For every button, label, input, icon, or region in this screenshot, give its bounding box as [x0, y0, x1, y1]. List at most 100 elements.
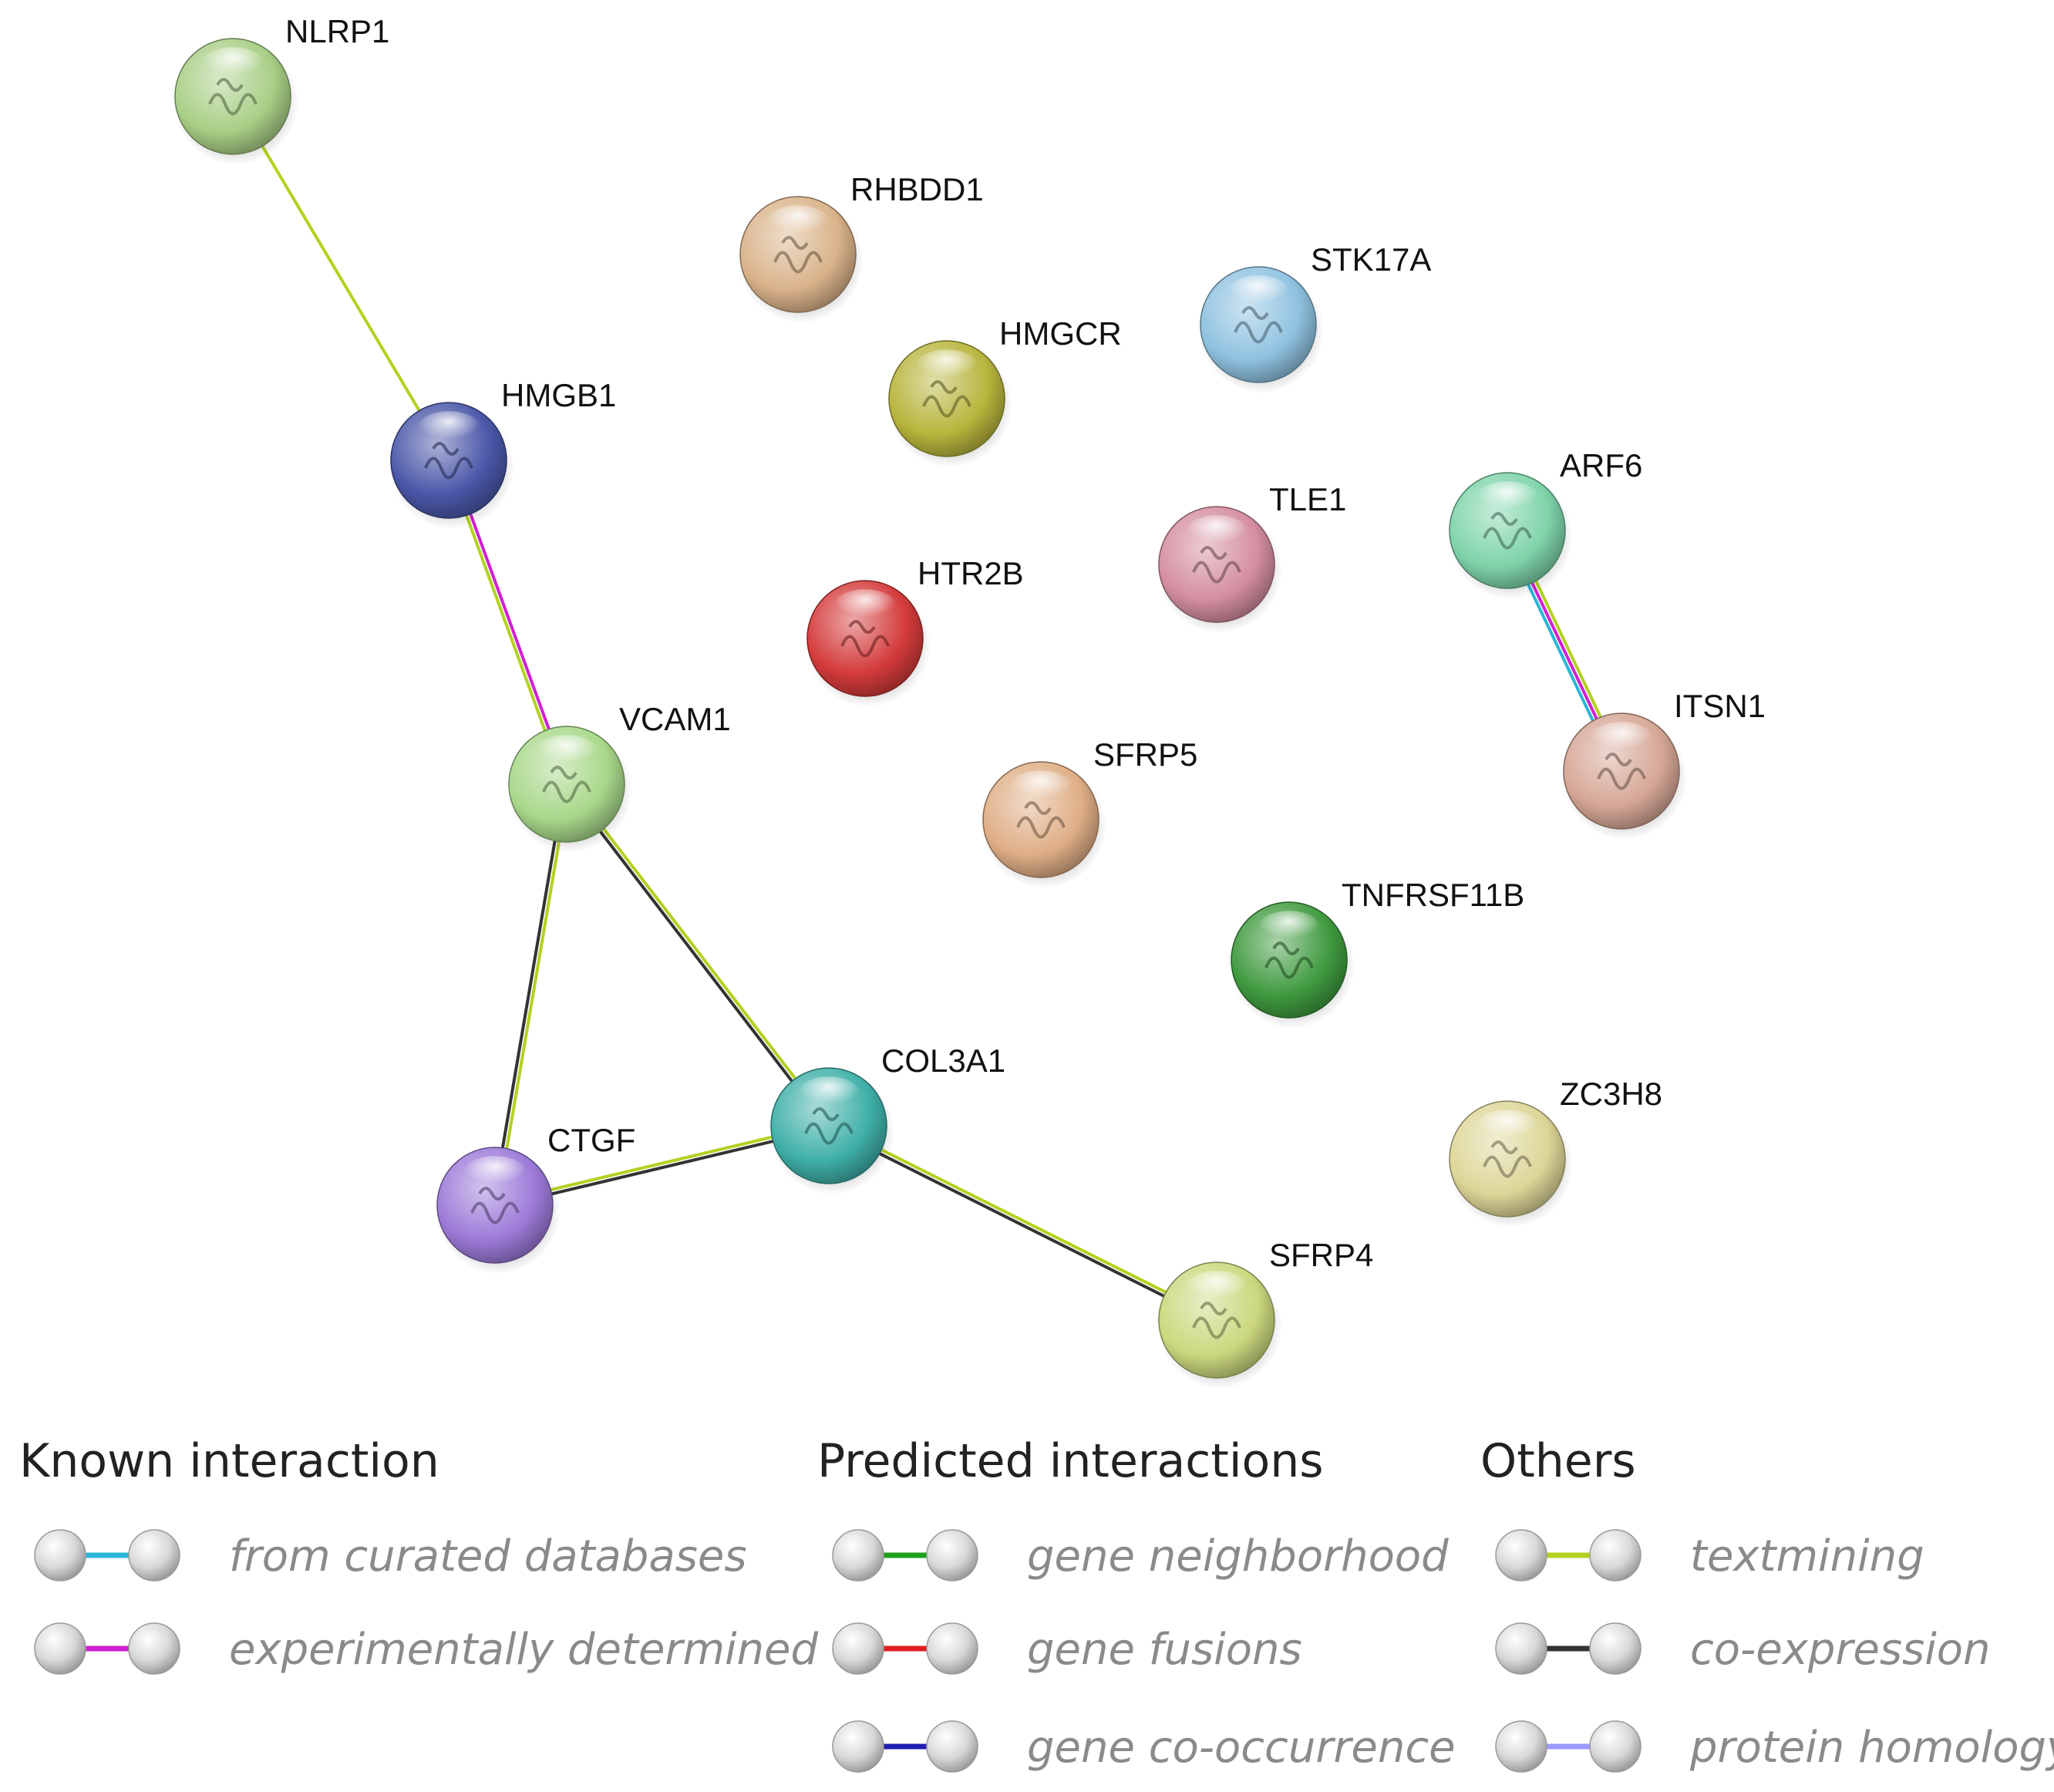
- node-label: VCAM1: [619, 701, 731, 737]
- legend-label: gene co-occurrence: [1027, 1723, 1456, 1773]
- node-highlight: [796, 1076, 861, 1112]
- legend-ball-icon: [1495, 1720, 1547, 1773]
- node-stk17a[interactable]: STK17A: [1199, 241, 1431, 393]
- node-highlight: [914, 349, 979, 385]
- node-sfrp4[interactable]: SFRP4: [1157, 1237, 1373, 1389]
- node-rhbdd1[interactable]: RHBDD1: [739, 171, 984, 323]
- node-tnfrsf11b[interactable]: TNFRSF11B: [1230, 877, 1524, 1029]
- node-highlight: [1589, 722, 1654, 757]
- node-hmgcr[interactable]: HMGCR: [887, 315, 1122, 467]
- node-label: SFRP4: [1269, 1237, 1373, 1273]
- legend-item-protein-homology: protein homology: [1495, 1720, 2054, 1773]
- legend-ball-icon: [128, 1622, 180, 1675]
- edge-col3a1-sfrp4: [827, 1122, 1219, 1324]
- legend-label: co-expression: [1690, 1625, 1991, 1675]
- node-zc3h8[interactable]: ZC3H8: [1448, 1076, 1662, 1228]
- legend-item-textmining: textmining: [1495, 1529, 1924, 1581]
- edge-line-textmining: [231, 95, 450, 462]
- node-label: SFRP5: [1093, 736, 1197, 773]
- legend-group-2: Others textmining co-expression protein hom…: [1480, 1434, 2054, 1773]
- node-highlight: [416, 411, 481, 446]
- edge-line-co-expression: [491, 783, 567, 1205]
- legend-ball-icon: [832, 1622, 884, 1675]
- legend-ball-icon: [34, 1622, 86, 1675]
- node-label: STK17A: [1311, 241, 1431, 278]
- edge-line-textmining: [829, 1122, 1219, 1320]
- node-label: COL3A1: [881, 1043, 1005, 1079]
- legend-ball-icon: [1495, 1529, 1547, 1581]
- node-highlight: [463, 1156, 527, 1191]
- edge-line-textmining: [495, 784, 571, 1206]
- legend-ball-icon: [926, 1720, 978, 1773]
- edge-nlrp1-hmgb1: [231, 95, 450, 462]
- legend-label: from curated databases: [229, 1531, 747, 1581]
- node-highlight: [1475, 1110, 1540, 1145]
- legend-label: gene neighborhood: [1027, 1531, 1449, 1581]
- node-tle1[interactable]: TLE1: [1157, 481, 1346, 633]
- edge-line-co-expression: [564, 784, 829, 1128]
- node-nlrp1[interactable]: NLRP1: [173, 13, 389, 165]
- node-highlight: [833, 589, 897, 625]
- legend-label: protein homology: [1689, 1723, 2054, 1773]
- node-highlight: [1184, 515, 1249, 551]
- legend-ball-icon: [1589, 1720, 1642, 1773]
- node-highlight: [1008, 770, 1073, 806]
- node-arf6[interactable]: ARF6: [1448, 447, 1642, 599]
- legend-ball-icon: [926, 1622, 978, 1675]
- legend-ball-icon: [832, 1529, 884, 1581]
- legend-heading: Others: [1480, 1434, 1636, 1488]
- legend-ball-icon: [34, 1529, 86, 1581]
- edge-vcam1-ctgf: [491, 783, 571, 1206]
- legend-item-co-expression: co-expression: [1495, 1622, 1991, 1675]
- node-highlight: [1257, 911, 1322, 946]
- legend-item-experimentally-determined: experimentally determined: [34, 1622, 818, 1675]
- node-vcam1[interactable]: VCAM1: [507, 701, 731, 853]
- edges-layer: [231, 95, 1627, 1324]
- node-label: ARF6: [1560, 447, 1642, 483]
- node-highlight: [534, 735, 599, 770]
- node-highlight: [1475, 481, 1540, 517]
- legend-ball-icon: [1495, 1622, 1547, 1675]
- node-itsn1[interactable]: ITSN1: [1562, 688, 1766, 840]
- node-label: ITSN1: [1674, 688, 1766, 724]
- legend-ball-icon: [128, 1529, 180, 1581]
- legend-ball-icon: [926, 1529, 978, 1581]
- node-label: HMGCR: [999, 315, 1122, 352]
- node-highlight: [1226, 275, 1291, 311]
- node-label: TLE1: [1269, 481, 1346, 517]
- node-htr2b[interactable]: HTR2B: [806, 555, 1024, 707]
- legend-ball-icon: [1589, 1529, 1642, 1581]
- node-label: ZC3H8: [1560, 1076, 1662, 1112]
- node-label: TNFRSF11B: [1342, 877, 1524, 913]
- edge-vcam1-col3a1: [564, 782, 832, 1128]
- edge-line-co-expression: [827, 1126, 1217, 1324]
- legend-label: gene fusions: [1027, 1625, 1302, 1675]
- node-label: CTGF: [547, 1122, 635, 1158]
- legend-group-1: Predicted interactions gene neighborhood g…: [817, 1434, 1456, 1773]
- legend-heading: Predicted interactions: [817, 1434, 1323, 1488]
- node-hmgb1[interactable]: HMGB1: [389, 377, 616, 529]
- node-label: HTR2B: [918, 555, 1024, 591]
- node-highlight: [766, 205, 830, 241]
- node-col3a1[interactable]: COL3A1: [769, 1043, 1005, 1194]
- node-label: NLRP1: [285, 13, 389, 49]
- node-highlight: [1184, 1271, 1249, 1306]
- node-ctgf[interactable]: CTGF: [436, 1122, 635, 1274]
- legend-item-gene-fusions: gene fusions: [832, 1622, 1302, 1675]
- node-label: HMGB1: [501, 377, 616, 413]
- node-highlight: [200, 47, 265, 83]
- legend-item-gene-neighborhood: gene neighborhood: [832, 1529, 1449, 1581]
- legend-label: textmining: [1690, 1531, 1924, 1581]
- node-sfrp5[interactable]: SFRP5: [982, 736, 1197, 888]
- legend-ball-icon: [832, 1720, 884, 1773]
- legend-label: experimentally determined: [229, 1625, 818, 1675]
- legend-item-gene-cooccurrence: gene co-occurrence: [832, 1720, 1456, 1773]
- legend-ball-icon: [1589, 1622, 1642, 1675]
- node-label: RHBDD1: [850, 171, 984, 207]
- edge-line-textmining: [567, 782, 832, 1126]
- legend-item-curated-databases: from curated databases: [34, 1529, 747, 1581]
